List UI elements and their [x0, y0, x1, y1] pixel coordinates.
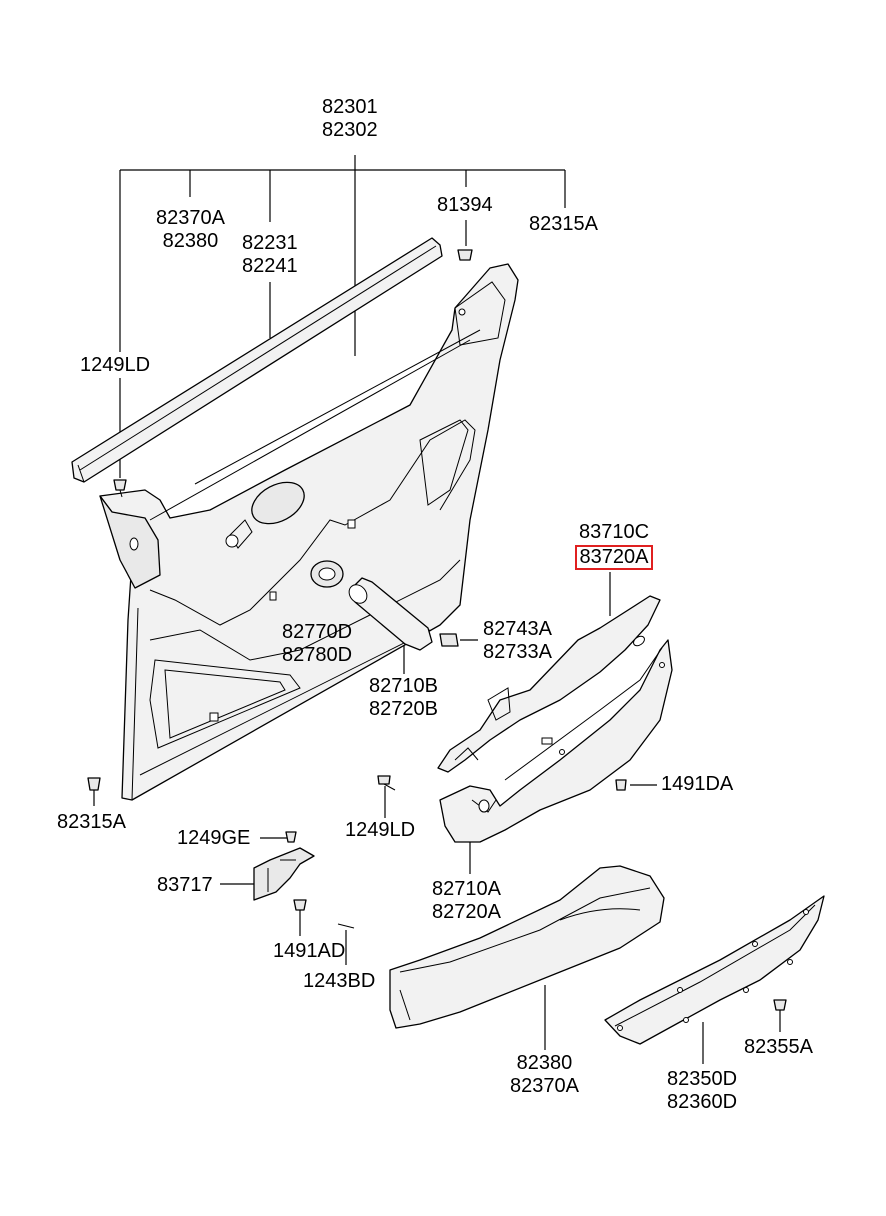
label-screw-low: 1491AD [273, 940, 345, 963]
part-number: 83710C [578, 521, 650, 543]
armrest-grip [437, 595, 661, 773]
part-number: 1491DA [661, 773, 734, 795]
label-grip-part: 83710C 83720A [568, 521, 660, 570]
label-screw-center: 1249LD [345, 819, 415, 842]
part-number: 82770D [282, 621, 353, 643]
label-pull-handle: 82710B 82720B [369, 675, 438, 721]
part-number: 1491AD [273, 940, 346, 962]
highlight-box: 83720A [574, 545, 654, 570]
label-top-right: 82315A [529, 213, 598, 236]
label-escutcheon: 82770D 82780D [282, 621, 352, 667]
label-upper-left-a: 82370A 82380 [156, 207, 225, 253]
label-bracket: 83717 [157, 874, 213, 897]
part-number: 82720A [432, 901, 501, 923]
part-number: 82301 [322, 96, 378, 118]
part-number: 82370A [510, 1075, 579, 1097]
label-bolt-low: 1243BD [303, 970, 375, 993]
handle-escutcheon [310, 560, 344, 588]
part-number: 82241 [242, 255, 298, 277]
part-number: 81394 [437, 194, 493, 216]
part-number: 82743A [483, 618, 552, 640]
part-number: 82350D [667, 1068, 738, 1090]
label-lower-trim: 82380 82370A [510, 1052, 579, 1098]
label-armrest: 82710A 82720A [432, 878, 501, 924]
part-number: 82710A [432, 878, 501, 900]
part-number: 82780D [282, 644, 353, 666]
label-screw-left: 1249LD [80, 354, 150, 377]
part-number: 1249LD [345, 819, 416, 841]
part-number: 82302 [322, 119, 378, 141]
label-screw-right-mid: 1491DA [661, 773, 733, 796]
part-number: 82355A [744, 1036, 813, 1058]
belt-weatherstrip [71, 237, 443, 483]
part-number: 82360D [667, 1091, 738, 1113]
part-number: 82380 [516, 1052, 573, 1074]
label-top-assembly: 82301 82302 [322, 96, 378, 142]
label-map-pocket: 82350D 82360D [667, 1068, 737, 1114]
label-clip-top: 81394 [437, 194, 493, 217]
part-number: 82380 [162, 230, 219, 252]
highlighted-part-number: 83720A [568, 545, 660, 570]
part-number: 82720B [369, 698, 438, 720]
part-number: 82370A [156, 207, 225, 229]
part-number: 83717 [157, 874, 213, 896]
part-number: 1243BD [303, 970, 376, 992]
armrest [439, 639, 673, 843]
part-number: 82733A [483, 641, 552, 663]
part-number: 82231 [242, 232, 298, 254]
mounting-bracket [253, 847, 315, 901]
fasteners [87, 249, 787, 1011]
label-bushing: 82743A 82733A [483, 618, 552, 664]
part-number: 1249LD [80, 354, 151, 376]
lower-door-trim [389, 865, 665, 1029]
part-number: 82315A [57, 811, 126, 833]
part-number: 1249GE [177, 827, 251, 849]
part-number: 82315A [529, 213, 598, 235]
pull-handle [348, 577, 433, 651]
label-clip-right: 82355A [744, 1036, 813, 1059]
label-screw-bracket: 1249GE [177, 827, 250, 850]
door-trim-panel [99, 263, 519, 801]
label-clip-bottom-left: 82315A [57, 811, 126, 834]
map-pocket [604, 895, 825, 1045]
part-number: 82710B [369, 675, 438, 697]
label-upper-left-b: 82231 82241 [242, 232, 298, 278]
